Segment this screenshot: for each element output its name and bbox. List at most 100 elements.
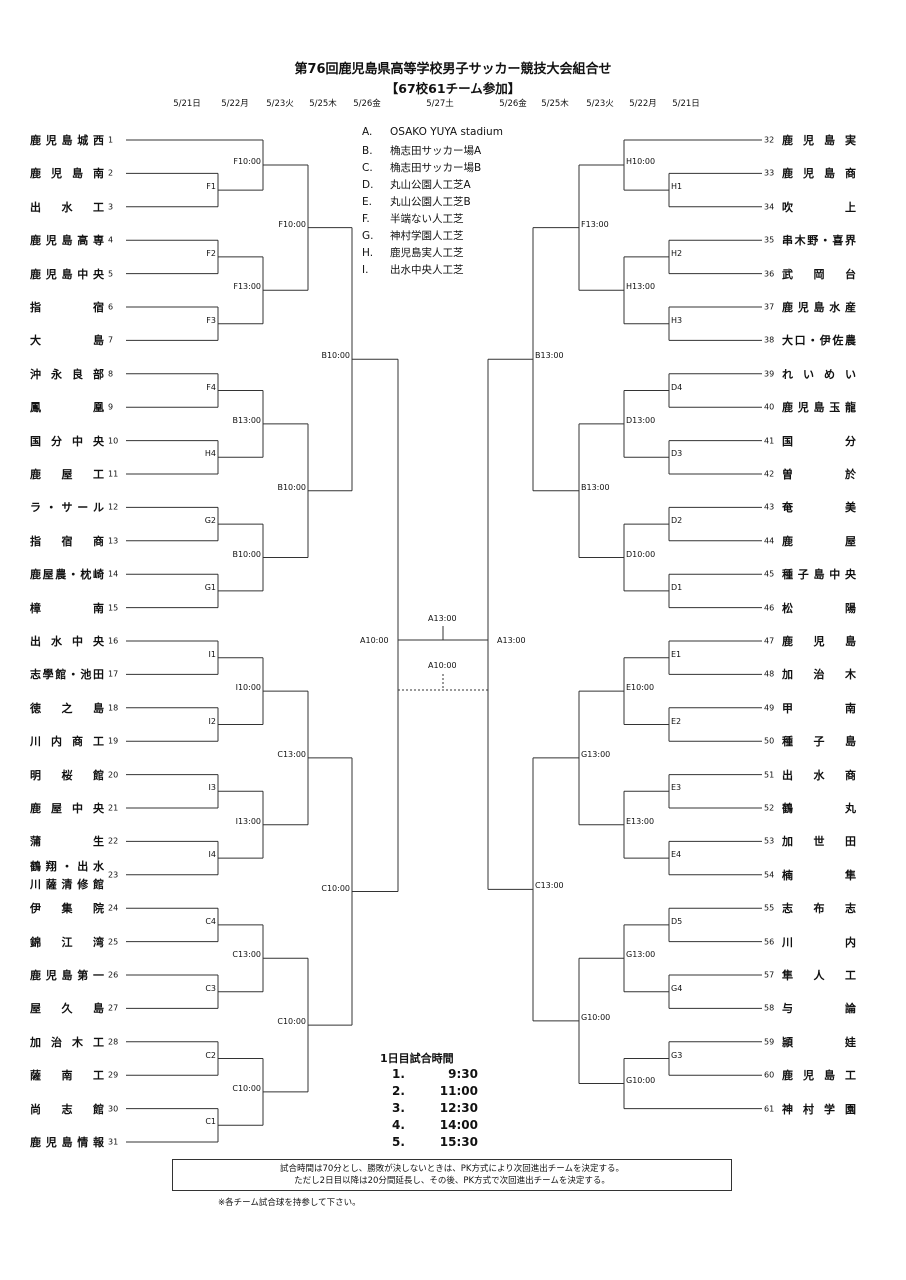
venue-name: 鹿児島実人工芝	[390, 247, 464, 259]
team-name-char: 村	[803, 1102, 814, 1116]
match-label: H4	[204, 449, 216, 459]
team-name-char: 商	[93, 534, 104, 548]
team-name-char: 館	[93, 768, 104, 782]
match-label: E1	[671, 649, 682, 659]
team-name: 錦江湾	[30, 934, 104, 950]
team-number: 3	[108, 202, 114, 212]
team-name-char: 加	[782, 668, 793, 682]
team-name: 薩南工	[30, 1067, 104, 1083]
team-number: 19	[108, 736, 119, 746]
team-name: 鹿児島水産	[782, 299, 856, 315]
team-name-char: 子	[797, 568, 809, 582]
team-number: 36	[764, 269, 775, 279]
team-name-char: 児	[803, 1069, 814, 1083]
team-name: 鹿児島第一	[30, 967, 104, 983]
team-name-char: 美	[845, 501, 856, 515]
team-name-char: 錦	[30, 935, 41, 949]
team-name: 神村学園	[782, 1101, 856, 1117]
team-number: 56	[764, 937, 775, 947]
match-label: E4	[671, 850, 682, 860]
venue-item: A.OSAKO YUYA stadium	[362, 126, 503, 138]
date-label: 5/25木	[541, 99, 569, 109]
venue-item: G.神村学園人工芝	[362, 228, 464, 243]
team-name-char: 鹿	[782, 635, 793, 648]
team-name: 鶴翔・出水	[30, 858, 104, 874]
team-name: 武岡台	[782, 266, 856, 282]
team-name-char: 学	[824, 1102, 835, 1116]
team-number: 45	[764, 569, 775, 579]
team-number: 52	[764, 803, 775, 813]
team-name-char: 島	[61, 134, 73, 147]
match-label: D5	[671, 916, 683, 926]
team-name-char: 志	[61, 1102, 73, 1116]
team-name: 指宿	[30, 299, 104, 315]
team-name-char: 高	[77, 234, 89, 248]
team-name: 出水工	[30, 199, 104, 215]
venue-item: I.出水中央人工芝	[362, 262, 464, 277]
venue-letter: E.	[362, 196, 372, 208]
team-name-char: 央	[93, 635, 104, 648]
team-name-char: 人	[813, 969, 825, 982]
team-name-char: 鹿	[30, 802, 41, 815]
team-name: 加治木工	[30, 1034, 104, 1050]
schedule-slot-number: 1.	[392, 1067, 405, 1081]
team-name-char: 丸	[845, 802, 856, 815]
team-name: 鹿児島玉龍	[782, 399, 856, 415]
team-name: 種子島中央	[782, 566, 856, 582]
team-name: 鹿児島中央	[30, 266, 104, 282]
team-name-char: 内	[845, 935, 856, 949]
schedule-slot-number: 2.	[392, 1084, 405, 1098]
team-name: 蒲生	[30, 833, 104, 849]
venue-name: 丸山公園人工芝A	[390, 179, 471, 191]
team-name-char: 中	[72, 802, 83, 815]
team-number: 2	[108, 168, 114, 178]
team-number: 21	[108, 803, 119, 813]
schedule-slot-time: 15:30	[439, 1135, 478, 1149]
team-name: 大口・伊佐農	[782, 332, 856, 348]
match-label: E2	[671, 716, 682, 726]
team-name-char: 出	[30, 635, 41, 648]
match-label: E3	[671, 783, 682, 793]
team-name-char: 鹿	[30, 568, 41, 582]
match-label: H13:00	[626, 282, 656, 292]
match-label: I1	[208, 649, 216, 659]
team-number: 51	[764, 770, 775, 780]
team-name-char: 上	[845, 200, 856, 214]
match-label: G4	[671, 983, 683, 993]
match-label: F13:00	[233, 282, 261, 292]
team-name-char: 鶴	[782, 802, 793, 815]
team-name-char: 島	[813, 568, 825, 582]
team-name: 伊集院	[30, 900, 104, 916]
schedule-title: 1日目試合時間	[380, 1052, 454, 1065]
team-name: 鹿屋工	[30, 466, 104, 482]
team-name-char: い	[845, 367, 856, 381]
team-name: 与論	[782, 1000, 856, 1016]
match-label: D1	[671, 582, 683, 592]
team-name: 鹿児島	[782, 633, 856, 649]
team-name: 加治木	[782, 666, 856, 682]
team-number: 49	[764, 703, 775, 713]
date-label: 5/25木	[309, 99, 337, 109]
team-name: 大島	[30, 332, 104, 348]
team-name-char: 央	[93, 267, 104, 281]
team-name-char: 農	[844, 334, 856, 348]
team-number: 44	[764, 536, 775, 546]
date-label: 5/23火	[266, 99, 294, 109]
team-name: 吹上	[782, 199, 856, 215]
team-name-char: 湾	[93, 935, 104, 949]
team-name-char: 翔	[45, 859, 57, 873]
team-name-char: 指	[30, 301, 41, 314]
date-label-final: 5/27土	[426, 99, 454, 109]
team-name-char: 工	[845, 1069, 856, 1083]
team-number: 5	[108, 269, 114, 279]
match-label: C13:00	[277, 749, 306, 759]
match-label: G13:00	[581, 749, 611, 759]
team-name-char: 修	[77, 877, 89, 891]
team-number: 12	[108, 502, 119, 512]
team-name: 尚志館	[30, 1101, 104, 1117]
team-number: 29	[108, 1070, 119, 1080]
team-name-char: ・	[819, 234, 831, 248]
date-label: 5/23火	[586, 99, 614, 109]
team-name-char: 明	[30, 768, 41, 782]
team-name-char: 児	[45, 134, 57, 147]
